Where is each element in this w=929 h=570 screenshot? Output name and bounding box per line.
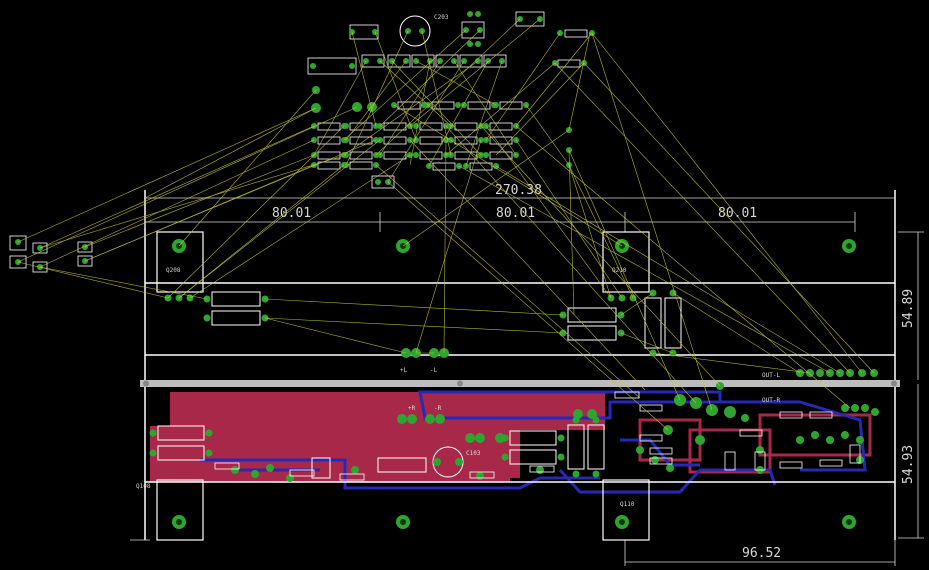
label-c203: C203 (434, 14, 449, 21)
lower-small-parts (214, 391, 861, 481)
unplaced-parts (9, 11, 588, 273)
dim-total-width: 270.38 (495, 183, 542, 198)
unplaced-pads (15, 11, 595, 270)
dim-segment-1: 80.01 (272, 206, 311, 221)
label-q208: Q208 (166, 267, 181, 274)
label-plus-r: +R (408, 405, 416, 412)
transistor-q108[interactable]: Q108 (136, 479, 204, 541)
label-q110: Q110 (620, 501, 635, 508)
dim-segment-3: 80.01 (718, 206, 757, 221)
dim-bottom-width: 96.52 (742, 546, 781, 561)
connector-out-l[interactable]: OUT-L (762, 372, 780, 379)
label-q108: Q108 (136, 483, 151, 490)
label-minus-r: -R (434, 405, 442, 412)
large-resistors-upper[interactable] (211, 291, 682, 349)
capacitor-c203[interactable]: C203 (399, 14, 449, 47)
dim-lower-height: 54.93 (901, 445, 916, 484)
label-out-l: OUT-L (762, 372, 780, 379)
label-plus-l: +L (400, 367, 408, 374)
ratsnest-airwires (17, 18, 875, 431)
dim-upper-height: 54.89 (901, 289, 916, 328)
bottom-copper-layer (200, 390, 867, 494)
mounting-holes (396, 239, 856, 529)
large-resistors-lower[interactable] (157, 424, 605, 479)
label-q210: Q210 (612, 267, 627, 274)
transistor-q110[interactable]: Q110 (602, 479, 650, 541)
dimension-lines (130, 197, 924, 566)
label-minus-l: -L (430, 367, 438, 374)
board-outline (144, 190, 896, 540)
dim-segment-2: 80.01 (496, 206, 535, 221)
label-c103: C103 (466, 450, 481, 457)
board-divider (140, 380, 900, 387)
label-out-r: OUT-R (762, 397, 780, 404)
transistor-q208[interactable]: Q208 (156, 231, 204, 302)
